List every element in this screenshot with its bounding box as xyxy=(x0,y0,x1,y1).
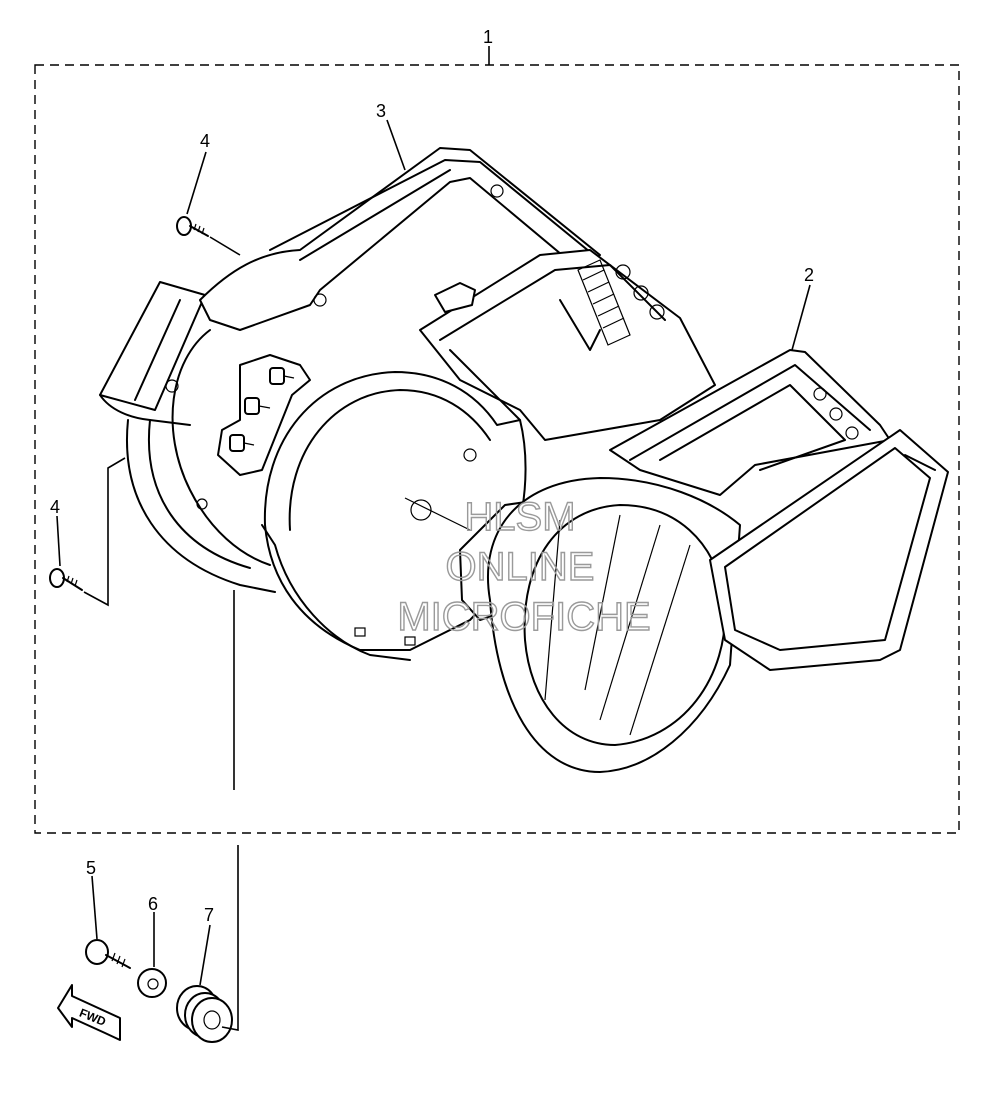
callout-3: 3 xyxy=(376,101,386,121)
watermark: HLSM ONLINE MICROFICHE xyxy=(397,494,652,639)
watermark-line-2: ONLINE xyxy=(446,545,595,589)
watermark-line-1: HLSM xyxy=(464,495,575,539)
meter-lens-cover xyxy=(487,349,949,773)
grommet-leader xyxy=(221,845,239,1031)
forward-arrow: FWD xyxy=(57,984,121,1041)
callout-6: 6 xyxy=(148,894,158,914)
bolt xyxy=(85,939,131,969)
callout-5: 5 xyxy=(86,858,96,878)
screw-lower xyxy=(49,457,126,607)
callout-7: 7 xyxy=(204,905,214,925)
screw-upper xyxy=(176,216,241,256)
callout-4-lower: 4 xyxy=(50,497,60,517)
watermark-line-3: MICROFICHE xyxy=(397,595,650,639)
callout-2: 2 xyxy=(804,265,814,285)
grommet xyxy=(176,985,233,1043)
washer xyxy=(137,968,167,998)
meter-housing xyxy=(99,147,716,593)
callout-4-upper: 4 xyxy=(200,131,210,151)
housing-vent-grille xyxy=(577,259,631,346)
callout-1: 1 xyxy=(483,27,493,47)
assembly-boundary xyxy=(34,64,960,834)
